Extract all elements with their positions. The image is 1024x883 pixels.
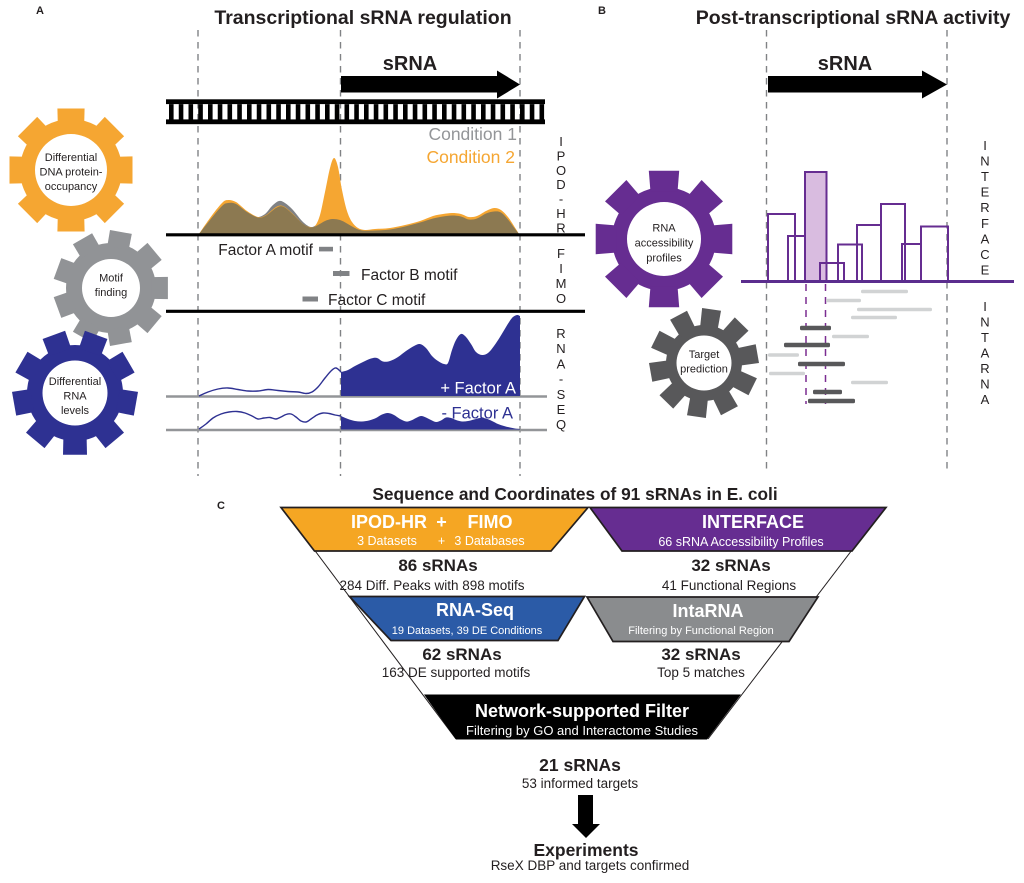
svg-text:IPOD-HR+FIMO: IPOD-HR+FIMO [351, 512, 513, 532]
svg-text:prediction: prediction [680, 364, 728, 376]
svg-text:21 sRNAs: 21 sRNAs [539, 755, 621, 775]
svg-text:Top 5 matches: Top 5 matches [657, 665, 745, 680]
svg-text:C: C [217, 500, 225, 512]
svg-text:284 Diff. Peaks with 898 motif: 284 Diff. Peaks with 898 motifs [339, 578, 524, 593]
svg-text:Experiments: Experiments [533, 840, 638, 860]
svg-text:FIMO: FIMO [556, 246, 567, 306]
svg-text:32 sRNAs: 32 sRNAs [661, 645, 740, 664]
svg-text:RNA: RNA [63, 391, 87, 403]
svg-text:19 Datasets, 39 DE Conditions: 19 Datasets, 39 DE Conditions [392, 625, 543, 637]
svg-text:Condition 1: Condition 1 [428, 124, 517, 144]
svg-text:INTERFACE: INTERFACE [702, 512, 804, 532]
svg-text:A: A [36, 5, 44, 17]
svg-text:IntaRNA: IntaRNA [673, 601, 744, 621]
svg-text:163 DE supported motifs: 163 DE supported motifs [382, 665, 531, 680]
svg-text:Transcriptional sRNA regulatio: Transcriptional sRNA regulation [214, 7, 511, 29]
svg-text:sRNA: sRNA [818, 53, 872, 75]
svg-text:86 sRNAs: 86 sRNAs [398, 556, 477, 575]
svg-text:RseX DBP and targets confirmed: RseX DBP and targets confirmed [491, 858, 690, 873]
svg-text:Factor A motif: Factor A motif [218, 242, 313, 259]
svg-text:Sequence and Coordinates of 91: Sequence and Coordinates of 91 sRNAs in … [372, 484, 777, 504]
svg-text:Filtering by GO and Interactom: Filtering by GO and Interactome Studies [466, 723, 698, 738]
svg-text:DNA protein-: DNA protein- [40, 167, 103, 179]
svg-text:- Factor A: - Factor A [441, 405, 513, 423]
svg-text:Network-supported Filter: Network-supported Filter [475, 701, 689, 721]
svg-text:+ Factor A: + Factor A [440, 380, 516, 398]
svg-text:RNA-Seq: RNA-Seq [436, 600, 514, 620]
svg-text:66 sRNA Accessibility Profiles: 66 sRNA Accessibility Profiles [658, 535, 823, 549]
svg-text:Target: Target [689, 349, 720, 361]
svg-text:Filtering by Functional Region: Filtering by Functional Region [628, 625, 774, 637]
svg-text:B: B [598, 5, 606, 17]
svg-text:41 Functional Regions: 41 Functional Regions [662, 578, 797, 593]
svg-text:accessibility: accessibility [635, 238, 694, 250]
svg-text:Condition 2: Condition 2 [426, 147, 515, 167]
svg-text:Motif: Motif [99, 273, 124, 285]
svg-text:RNA-SEQ: RNA-SEQ [556, 326, 566, 432]
svg-text:IPOD-HR: IPOD-HR [556, 134, 566, 235]
svg-text:53 informed targets: 53 informed targets [522, 776, 639, 791]
svg-text:levels: levels [61, 405, 90, 417]
svg-text:3 Datasets+3 Databases: 3 Datasets+3 Databases [357, 534, 524, 548]
svg-text:Factor C motif: Factor C motif [328, 292, 426, 309]
svg-text:Differential: Differential [49, 376, 101, 388]
svg-text:occupancy: occupancy [45, 181, 98, 193]
svg-text:32 sRNAs: 32 sRNAs [691, 556, 770, 575]
svg-text:finding: finding [95, 287, 127, 299]
svg-text:profiles: profiles [646, 253, 682, 265]
svg-text:RNA: RNA [652, 223, 676, 235]
svg-text:Factor B motif: Factor B motif [361, 267, 458, 284]
svg-text:INTERFACE: INTERFACE [980, 138, 989, 277]
svg-text:62 sRNAs: 62 sRNAs [422, 645, 501, 664]
svg-text:sRNA: sRNA [383, 53, 437, 75]
svg-text:Post-transcriptional sRNA acti: Post-transcriptional sRNA activity [696, 7, 1011, 29]
svg-text:Differential: Differential [45, 152, 97, 164]
